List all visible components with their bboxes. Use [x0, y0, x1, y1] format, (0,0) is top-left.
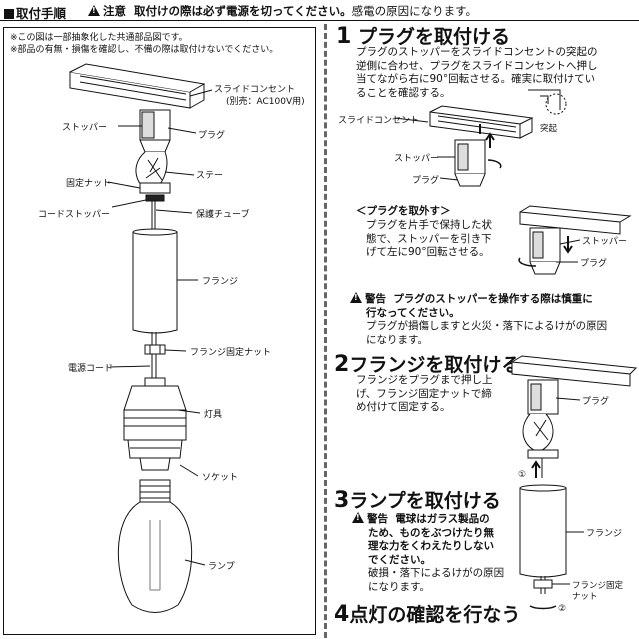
- step2-label-flange-nut-2: ナット: [572, 592, 598, 602]
- step2-mark-2: ②: [558, 604, 567, 614]
- step1-heading: 1 プラグを取付ける: [336, 24, 510, 49]
- remove-label-stopper: ストッパー: [582, 237, 628, 247]
- lamp: [117, 501, 193, 613]
- remove-label-plug: プラグ: [580, 259, 608, 269]
- label-protective-tube: 保護チューブ: [196, 210, 250, 220]
- step1-warning: 警告 プラグのストッパーを操作する際は慎重に 行なってください。 プラグが損傷し…: [350, 292, 607, 347]
- caution-rest: 感電の原因になります。: [351, 4, 477, 18]
- remove-plug-title: ＜プラグを取外す＞: [356, 205, 451, 217]
- step4-heading: 4点灯の確認を行なう: [334, 602, 521, 627]
- label-stay: ステー: [196, 171, 224, 181]
- warning-triangle-icon: [350, 292, 362, 303]
- step2-label-flange: フランジ: [586, 529, 623, 539]
- step3-heading: 3ランプを取付ける: [334, 488, 501, 513]
- step3-warning: 警告 電球はガラス製品の ため、ものをぶつけたり無 理な力をくわえたりしない で…: [352, 512, 504, 594]
- step2-label-flange-nut-1: フランジ固定: [572, 581, 624, 591]
- step1-label-slide-outlet: スライドコンセント: [338, 116, 420, 126]
- caution-label: 注意: [103, 4, 126, 18]
- remove-plug-text: プラグを片手で保持した状 態で、ストッパーを引き下 げて左に90°回転させる。: [366, 219, 492, 258]
- label-slide-outlet-sub: (別売：AC100V用): [226, 97, 305, 107]
- step1-label-plug: プラグ: [412, 176, 440, 186]
- parts-diagram-box: [3, 27, 316, 635]
- flange: [132, 231, 178, 334]
- label-fixture: 灯具: [204, 410, 223, 420]
- note-check-parts: ※部品の有無・損傷を確認し、不備の際は取付けないでください。: [10, 45, 279, 55]
- step2-text: フランジをプラグまで押し上 げ、フランジ固定ナットで締 め付けて固定する。: [356, 374, 493, 413]
- caution-banner: 注意 取付けの際は必ず電源を切ってください。感電の原因になります。: [88, 3, 477, 19]
- step1-label-stopper: ストッパー: [394, 154, 440, 164]
- note-abstract: ※この図は一部抽象化した共通部品図です。: [10, 33, 188, 43]
- label-cord-stopper: コードストッパー: [38, 210, 111, 220]
- label-socket: ソケット: [202, 473, 239, 483]
- header-rule: [0, 20, 639, 21]
- column-divider: [324, 24, 327, 638]
- label-flange-nut: フランジ固定ナット: [190, 348, 272, 358]
- step2-label-plug: プラグ: [582, 397, 610, 407]
- page-title: 取付手順: [4, 3, 66, 22]
- label-stopper: ストッパー: [62, 123, 108, 133]
- label-flange: フランジ: [202, 277, 239, 287]
- caution-bold: 取付けの際は必ず電源を切ってください。: [134, 4, 352, 18]
- label-lamp: ランプ: [208, 562, 235, 572]
- label-power-cord: 電源コード: [68, 364, 114, 374]
- step1-label-bump: 突起: [540, 124, 558, 134]
- square-bullet-icon: [4, 9, 14, 19]
- step1-text: プラグのストッパーをスライドコンセントの突起の 逆側に合わせ、プラグをスライドコ…: [356, 46, 598, 99]
- warning-triangle-icon: [88, 5, 100, 16]
- step2-heading: 2フランジを取付ける: [334, 352, 521, 377]
- step2-mark-1: ①: [518, 470, 527, 480]
- warning-triangle-icon: [352, 512, 364, 523]
- label-fixing-nut: 固定ナット: [66, 179, 112, 189]
- label-slide-outlet: スライドコンセント: [214, 85, 296, 95]
- flange-fixing-nut: [144, 344, 166, 355]
- label-plug: プラグ: [198, 131, 226, 141]
